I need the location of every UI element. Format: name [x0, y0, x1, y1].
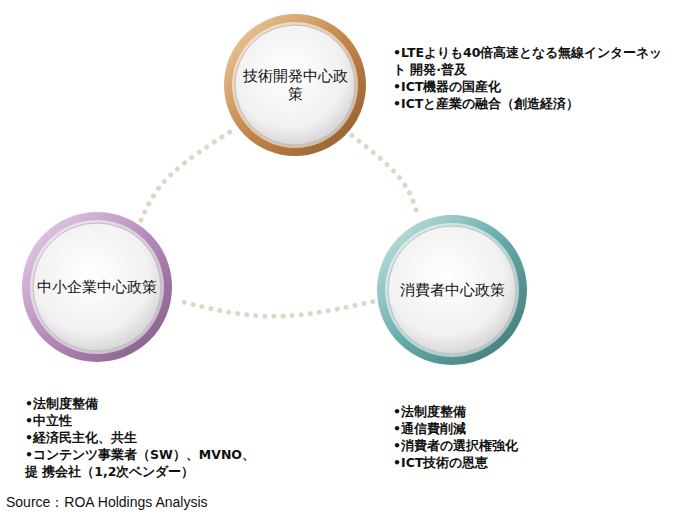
circle-content: 中小企業中心政策	[21, 211, 173, 363]
bullet-item: •法制度整備	[393, 403, 613, 420]
bullet-item: •LTEよりも40倍高速となる無線インターネット 開発·普及	[393, 44, 673, 78]
circle-content: 技術開発中心政策	[223, 13, 367, 157]
circle-content: 消費者中心政策	[376, 214, 528, 366]
policy-title: 消費者中心政策	[400, 281, 505, 299]
bullet-item: •ICTと産業の融合（創造経済）	[393, 95, 673, 112]
dotted-connector	[141, 130, 234, 221]
bullet-item: •ICT機器の国産化	[393, 78, 673, 95]
ring-highlight	[385, 223, 519, 357]
inner-disc	[388, 226, 516, 354]
bullet-item: •通信費削減	[393, 420, 613, 437]
bullet-item: •ICT技術の恩恵	[393, 454, 613, 471]
bullet-item: •コンテンツ事業者（SW）、MVNO、提 携会社（1,2次ベンダー）	[25, 446, 257, 480]
outer-ring	[377, 215, 527, 365]
policy-title: 中小企業中心政策	[37, 278, 157, 296]
policy-title: 技術開発中心政策	[238, 67, 352, 103]
policy-circle: 中小企業中心政策	[21, 211, 173, 363]
bullet-item: •中立性	[25, 412, 257, 429]
bullet-item: •経済民主化、共生	[25, 429, 257, 446]
ring-highlight	[30, 220, 164, 354]
bullet-item: •法制度整備	[25, 395, 257, 412]
outer-ring	[224, 14, 366, 156]
bullet-list: •法制度整備•中立性•経済民主化、共生•コンテンツ事業者（SW）、MVNO、提 …	[25, 395, 257, 480]
bullet-list: •法制度整備•通信費削減•消費者の選択権強化•ICT技術の恩恵	[393, 403, 613, 471]
policy-circle: 消費者中心政策	[376, 214, 528, 366]
outer-ring	[22, 212, 172, 362]
policy-circle: 技術開発中心政策	[223, 13, 367, 157]
inner-disc	[235, 25, 355, 145]
dotted-connector	[352, 135, 418, 217]
inner-disc	[33, 223, 161, 351]
bullet-item: •消費者の選択権強化	[393, 437, 613, 454]
ring-highlight	[232, 22, 358, 148]
dotted-connector	[176, 300, 373, 316]
bullet-list: •LTEよりも40倍高速となる無線インターネット 開発·普及•ICT機器の国産化…	[393, 44, 673, 112]
source-caption: Source：ROA Holdings Analysis	[6, 494, 208, 512]
